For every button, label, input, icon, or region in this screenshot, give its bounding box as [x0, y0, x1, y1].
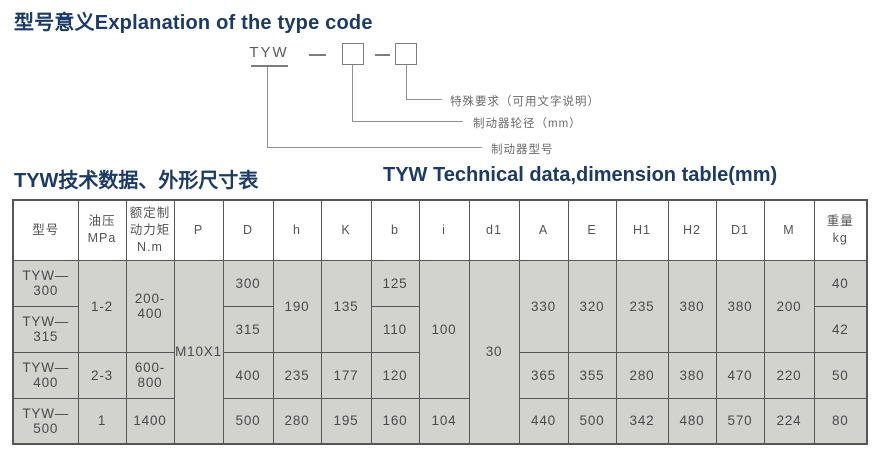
cell-d: 500	[222, 397, 274, 445]
cell-pressure: 2-3	[77, 351, 127, 399]
cell-a: 365	[518, 351, 569, 399]
cell-torque: 1400	[125, 397, 175, 445]
connector-line-diameter	[352, 65, 463, 122]
col-header-torque: 额定制 动力矩 N.m	[125, 199, 175, 261]
cell-dd1: 570	[715, 397, 765, 445]
type-code-box-diameter	[342, 43, 364, 65]
cell-m: 200	[763, 259, 815, 353]
cell-p-merged: M10X1	[173, 259, 224, 445]
cell-h: 235	[272, 351, 322, 399]
cell-b: 160	[370, 397, 420, 445]
col-header-m: M	[763, 199, 815, 261]
cell-d: 315	[222, 305, 274, 353]
col-header-h: h	[272, 199, 322, 261]
cell-k: 135	[320, 259, 372, 353]
cell-h1: 342	[615, 397, 669, 445]
table-row-tyw-300: TYW—300 1-2 200-400 M10X1 300 190 135 12…	[12, 259, 868, 445]
col-header-model: 型号	[12, 199, 79, 261]
spec-table-container: 型号 油压 MPa 额定制 动力矩 N.m P D h K b i d1 A E	[12, 199, 868, 445]
cell-pressure: 1	[77, 397, 127, 445]
col-header-weight: 重量 kg	[813, 199, 868, 261]
cell-pressure: 1-2	[77, 259, 127, 353]
cell-e: 355	[567, 351, 617, 399]
col-header-h2: H2	[667, 199, 717, 261]
cell-h1: 235	[615, 259, 669, 353]
col-header-e: E	[567, 199, 617, 261]
label-special-requirement: 特殊要求（可用文字说明）	[450, 96, 600, 108]
page-title: 型号意义Explanation of the type code	[14, 12, 373, 34]
col-header-b: b	[370, 199, 420, 261]
cell-model: TYW—315	[12, 305, 79, 353]
type-code-dash-1	[309, 54, 326, 56]
cell-i: 104	[418, 397, 470, 445]
type-code-diagram: TYW 特殊要求（可用文字说明） 制动器轮径（mm） 制动器型号	[0, 0, 878, 160]
cell-model: TYW—500	[12, 397, 79, 445]
cell-b: 110	[370, 305, 420, 353]
col-header-k: K	[320, 199, 372, 261]
col-header-i: i	[418, 199, 470, 261]
cell-h: 280	[272, 397, 322, 445]
type-code-box-special	[395, 43, 417, 65]
cell-model: TYW—400	[12, 351, 79, 399]
cell-weight: 50	[813, 351, 868, 399]
cell-k: 195	[320, 397, 372, 445]
cell-d1-merged: 30	[468, 259, 520, 445]
cell-b: 120	[370, 351, 420, 399]
cell-h2: 380	[667, 351, 717, 399]
cell-k: 177	[320, 351, 372, 399]
cell-weight: 40	[813, 259, 868, 307]
cell-dd1: 380	[715, 259, 765, 353]
cell-h1: 280	[615, 351, 669, 399]
connector-line-special	[406, 65, 442, 100]
label-brake-model: 制动器型号	[491, 144, 554, 156]
type-code-prefix-underline	[251, 65, 288, 67]
col-header-h1: H1	[615, 199, 669, 261]
table-row-tyw-315: TYW—315 315 110 42	[12, 305, 868, 353]
cell-i-merged: 100	[418, 259, 470, 399]
cell-a: 330	[518, 259, 569, 353]
cell-a: 440	[518, 397, 569, 445]
col-header-dd1: D1	[715, 199, 765, 261]
cell-m: 220	[763, 351, 815, 399]
type-code-dash-2	[375, 54, 390, 56]
type-code-prefix: TYW	[249, 44, 289, 61]
table-row-tyw-500: TYW—500 1 1400 500 280 195 160 104 440 5…	[12, 397, 868, 445]
cell-h: 190	[272, 259, 322, 353]
cell-weight: 80	[813, 397, 868, 445]
cell-d: 400	[222, 351, 274, 399]
cell-weight: 42	[813, 305, 868, 353]
col-header-d: D	[222, 199, 274, 261]
cell-e: 320	[567, 259, 617, 353]
cell-m: 224	[763, 397, 815, 445]
label-wheel-diameter: 制动器轮径（mm）	[473, 118, 582, 130]
connector-line-model	[267, 67, 482, 148]
table-row-tyw-400: TYW—400 2-3 600-800 400 235 177 120 365 …	[12, 351, 868, 399]
col-header-p: P	[173, 199, 224, 261]
table-header-row: 型号 油压 MPa 额定制 动力矩 N.m P D h K b i d1 A E	[12, 199, 868, 261]
cell-e: 500	[567, 397, 617, 445]
cell-dd1: 470	[715, 351, 765, 399]
col-header-pressure: 油压 MPa	[77, 199, 127, 261]
table-title-en: TYW Technical data,dimension table(mm)	[383, 164, 778, 186]
technical-data-table: 型号 油压 MPa 额定制 动力矩 N.m P D h K b i d1 A E	[12, 199, 868, 445]
table-title-cn: TYW技术数据、外形尺寸表	[14, 170, 259, 192]
col-header-a: A	[518, 199, 569, 261]
cell-d: 300	[222, 259, 274, 307]
cell-h2: 380	[667, 259, 717, 353]
col-header-d1: d1	[468, 199, 520, 261]
cell-b: 125	[370, 259, 420, 307]
cell-torque: 200-400	[125, 259, 175, 353]
cell-torque: 600-800	[125, 351, 175, 399]
cell-model: TYW—300	[12, 259, 79, 307]
cell-h2: 480	[667, 397, 717, 445]
